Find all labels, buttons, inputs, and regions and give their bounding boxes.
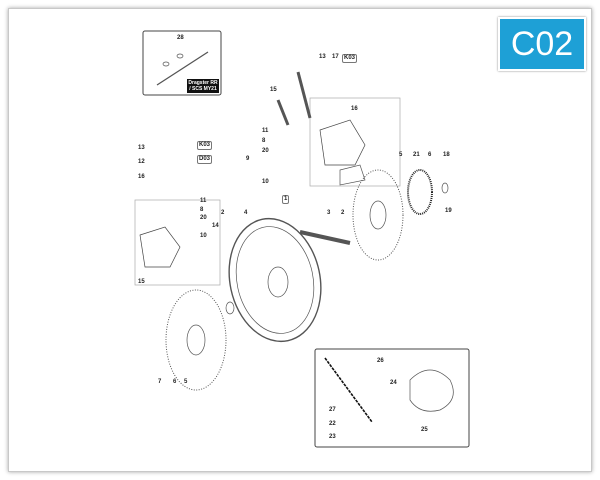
ref-label: 16 xyxy=(138,174,145,180)
ref-label: 13 xyxy=(319,54,326,60)
ref-label: 4 xyxy=(244,210,248,216)
ref-label: 26 xyxy=(377,358,384,364)
ref-label: 16 xyxy=(351,106,358,112)
wheel-rim xyxy=(228,217,322,343)
ref-label: 14 xyxy=(212,223,219,229)
inset-box-bottom xyxy=(314,348,470,448)
ref-label: 18 xyxy=(443,152,450,158)
ref-label: 2 xyxy=(341,210,345,216)
ref-label: 25 xyxy=(421,427,428,433)
ref-label: 11 xyxy=(262,128,269,134)
ref-label: 24 xyxy=(390,380,397,386)
section-code-badge: C02 xyxy=(498,17,586,71)
ref-label: 1 xyxy=(282,195,290,204)
ref-label: 17 xyxy=(332,54,339,60)
ref-label: 10 xyxy=(200,233,207,239)
ref-label: 15 xyxy=(270,87,277,93)
ref-label: 19 xyxy=(445,208,452,214)
ref-label: 8 xyxy=(262,138,266,144)
ref-label: K03 xyxy=(342,54,358,63)
ref-label: 11 xyxy=(200,198,207,204)
ref-label: 15 xyxy=(138,279,145,285)
ref-label: 3 xyxy=(327,210,331,216)
ref-label: 27 xyxy=(329,407,336,413)
ref-label: 5 xyxy=(399,152,403,158)
ref-label: 12 xyxy=(138,159,145,165)
ref-label: 10 xyxy=(262,179,269,185)
ref-label: 20 xyxy=(200,215,207,221)
ref-label: 9 xyxy=(246,156,250,162)
ref-label: D03 xyxy=(197,155,213,164)
front-brake-disc-left xyxy=(165,289,227,391)
ref-label: 7 xyxy=(158,379,162,385)
ref-label: 22 xyxy=(329,421,336,427)
ref-label: 2 xyxy=(221,210,225,216)
ref-label: 6 xyxy=(428,152,432,158)
ref-label: 5 xyxy=(184,379,188,385)
ref-label: K03 xyxy=(197,141,213,150)
ref-label: 8 xyxy=(200,207,204,213)
inset-box-top xyxy=(142,30,222,96)
ref-label: 21 xyxy=(413,152,420,158)
ref-label: 13 xyxy=(138,145,145,151)
ref-label: 23 xyxy=(329,434,336,440)
ref-label: 20 xyxy=(262,148,269,154)
front-brake-disc-right xyxy=(352,169,404,261)
model-tag: Dragster RR/ SCS MY21 xyxy=(187,79,219,93)
ref-label: 28 xyxy=(177,35,184,41)
model-tag-line: Dragster RR xyxy=(188,80,218,86)
tone-wheel xyxy=(407,169,433,215)
ref-label: 6 xyxy=(173,379,177,385)
model-tag-line: / SCS MY21 xyxy=(189,86,217,92)
